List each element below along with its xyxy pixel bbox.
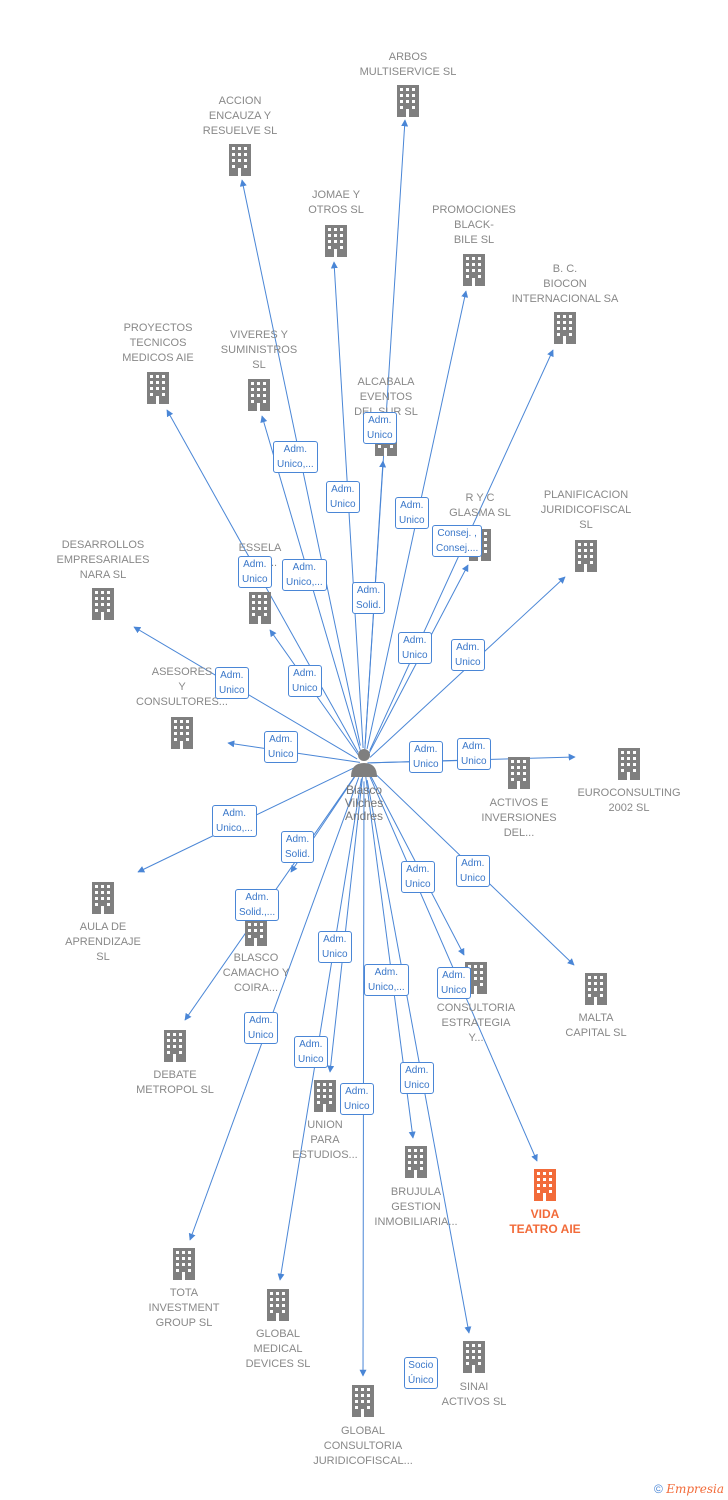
building-icon-brujula[interactable] (405, 1146, 427, 1178)
company-label-promociones[interactable]: PROMOCIONES BLACK- BILE SL (432, 204, 516, 246)
building-icon-desarrollos[interactable] (92, 588, 114, 620)
person-icon[interactable] (351, 749, 377, 777)
building-icon-union[interactable] (314, 1080, 336, 1112)
edge-layer (133, 119, 576, 1377)
company-label-desarrollos[interactable]: DESARROLLOS EMPRESARIALES NARA SL (56, 539, 150, 581)
edge-label: Adm. Unico (318, 931, 352, 963)
building-icon-global_medical[interactable] (267, 1289, 289, 1321)
edge-label: Socio Único (404, 1357, 438, 1389)
edge-label: Adm. Unico (264, 731, 298, 763)
edge-label: Adm. Unico (400, 1062, 434, 1094)
company-label-debate[interactable]: DEBATE METROPOL SL (136, 1069, 214, 1096)
node-layer (92, 85, 640, 1417)
company-label-brujula[interactable]: BRUJULA GESTION INMOBILIARIA... (374, 1186, 458, 1228)
edge-tota (188, 777, 360, 1241)
edge-label: Adm. Unico,... (273, 441, 318, 473)
edge-label: Adm. Solid. (352, 582, 386, 614)
building-icon-viveres[interactable] (248, 379, 270, 411)
edge-union (327, 772, 364, 1073)
building-icon-proyectos[interactable] (147, 372, 169, 404)
company-label-biocon[interactable]: B. C. BIOCON INTERNACIONAL SA (511, 263, 619, 305)
company-label-malta[interactable]: MALTA CAPITAL SL (565, 1012, 627, 1039)
building-icon-activos[interactable] (508, 757, 530, 789)
company-label-planificacion[interactable]: PLANIFICACION JURIDICOFISCAL SL (540, 489, 632, 531)
building-icon-jomae[interactable] (325, 225, 347, 257)
building-icon-sinai[interactable] (463, 1341, 485, 1373)
edge-label: Consej. , Consej.... (432, 525, 483, 557)
edge-global_consultoria (359, 781, 367, 1377)
edge-label: Adm. Unico (398, 632, 432, 664)
edge-label: Adm. Unico (437, 967, 471, 999)
edge-label: Adm. Unico (215, 667, 249, 699)
edge-label: Adm. Unico (409, 741, 443, 773)
edge-label: Adm. Unico (456, 855, 490, 887)
edge-label: Adm. Unico,... (212, 805, 257, 837)
copyright-symbol: © (654, 1482, 663, 1496)
building-icon-biocon[interactable] (554, 312, 576, 344)
edge-label: Adm. Solid.,... (235, 889, 280, 921)
company-label-ryc[interactable]: R Y C GLASMA SL (449, 492, 511, 519)
edge-label: Adm. Unico (457, 738, 491, 770)
building-icon-euroconsulting[interactable] (618, 748, 640, 780)
company-label-tota[interactable]: TOTA INVESTMENT GROUP SL (148, 1287, 220, 1329)
company-label-alcabala[interactable]: ALCABALA EVENTOS DEL SUR SL (354, 376, 418, 418)
company-label-arbos[interactable]: ARBOS MULTISERVICE SL (359, 51, 457, 78)
company-label-activos[interactable]: ACTIVOS E INVERSIONES DEL... (481, 797, 557, 839)
edge-label: Adm. Unico (340, 1083, 374, 1115)
building-icon-arbos[interactable] (397, 85, 419, 117)
edge-label: Adm. Unico (395, 497, 429, 529)
building-icon-global_consultoria[interactable] (352, 1385, 374, 1417)
brand-logo[interactable]: Empresia (666, 1482, 724, 1496)
building-icon-vida[interactable] (534, 1169, 556, 1201)
company-label-proyectos[interactable]: PROYECTOS TECNICOS MEDICOS AIE (122, 322, 194, 364)
company-label-asesores[interactable]: ASESORES Y CONSULTORES... (136, 666, 228, 708)
edge-label: Adm. Unico,... (364, 964, 409, 996)
company-label-global_medical[interactable]: GLOBAL MEDICAL DEVICES SL (245, 1328, 311, 1370)
edge-label: Adm. Unico (326, 481, 360, 513)
building-icon-promociones[interactable] (463, 254, 485, 286)
edge-label: Adm. Unico (451, 639, 485, 671)
edge-label: Adm. Unico (294, 1036, 328, 1068)
person-label[interactable]: Blasco Vilches Andres (344, 783, 384, 823)
edge-sinai (366, 780, 472, 1334)
edge-label: Adm. Solid. (281, 831, 315, 863)
edge-label: Adm. Unico (401, 861, 435, 893)
company-label-euroconsulting[interactable]: EUROCONSULTING 2002 SL (577, 787, 681, 814)
edge-label: Adm. Unico,... (282, 559, 327, 591)
building-icon-aula[interactable] (92, 882, 114, 914)
company-label-viveres[interactable]: VIVERES Y SUMINISTROS SL (220, 329, 298, 371)
building-icon-debate[interactable] (164, 1030, 186, 1062)
company-label-consultoria[interactable]: CONSULTORIA ESTRATEGIA Y... (436, 1002, 516, 1044)
company-label-jomae[interactable]: JOMAE Y OTROS SL (308, 189, 364, 216)
edge-label: Adm. Unico (363, 412, 397, 444)
company-label-sinai[interactable]: SINAI ACTIVOS SL (441, 1381, 507, 1408)
company-label-union[interactable]: UNION PARA ESTUDIOS... (292, 1119, 358, 1161)
company-label-blasco[interactable]: BLASCO CAMACHO Y COIRA... (222, 952, 290, 994)
company-label-global_consultoria[interactable]: GLOBAL CONSULTORIA JURIDICOFISCAL... (313, 1425, 413, 1467)
edge-label: Adm. Unico (238, 556, 272, 588)
building-icon-asesores[interactable] (171, 717, 193, 749)
building-icon-tota[interactable] (173, 1248, 195, 1280)
company-label-aula[interactable]: AULA DE APRENDIZAJE SL (65, 921, 141, 963)
building-icon-planificacion[interactable] (575, 540, 597, 572)
edge-global_medical (277, 778, 362, 1281)
building-icon-essela[interactable] (249, 592, 271, 624)
company-label-vida[interactable]: VIDA TEATRO AIE (509, 1207, 581, 1236)
edge-label: Adm. Unico (288, 665, 322, 697)
building-icon-malta[interactable] (585, 973, 607, 1005)
company-label-accion[interactable]: ACCION ENCAUZA Y RESUELVE SL (202, 95, 278, 137)
edge-label: Adm. Unico (244, 1012, 278, 1044)
footer: © Empresia (654, 1482, 724, 1496)
building-icon-accion[interactable] (229, 144, 251, 176)
